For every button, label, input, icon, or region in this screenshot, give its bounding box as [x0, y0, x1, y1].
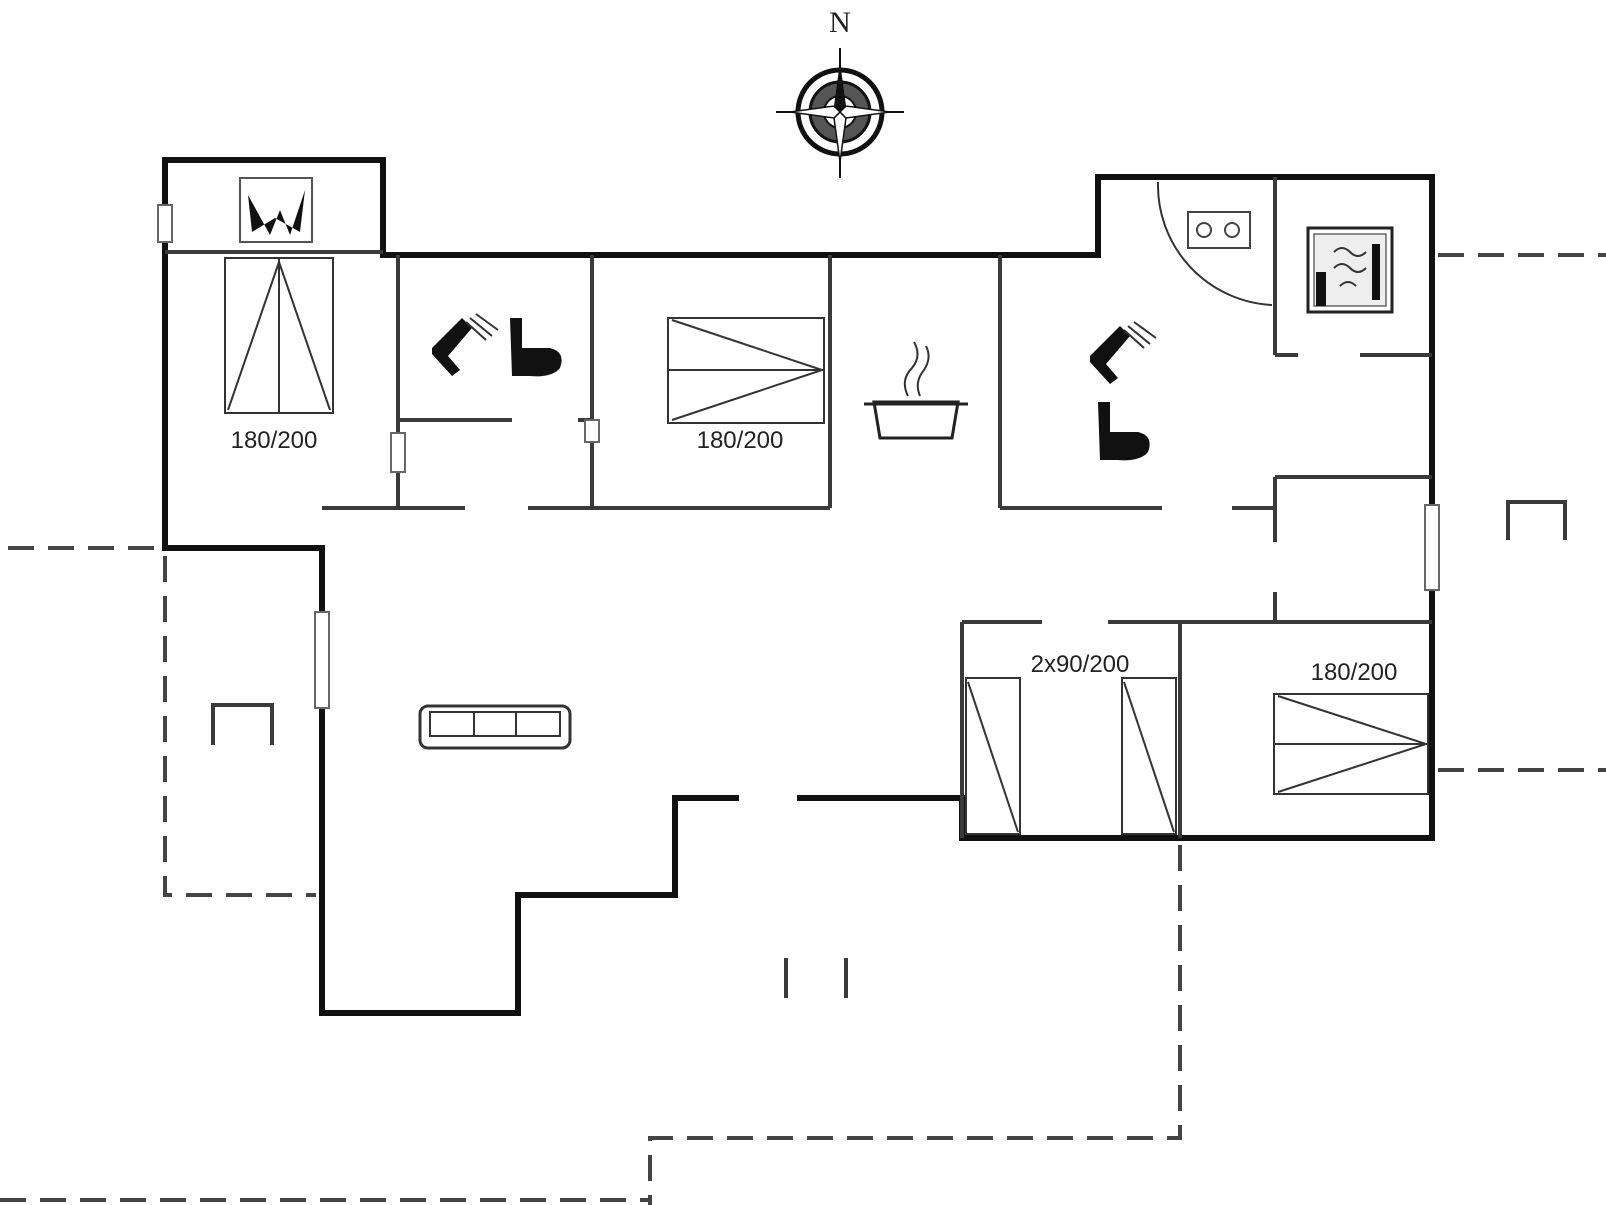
sauna-icon: [239, 177, 313, 243]
sofa-icon: [418, 704, 572, 750]
toilet-icon: [1098, 402, 1150, 461]
shower-icon: [1090, 321, 1157, 384]
windows: [157, 204, 1440, 709]
terrace-bench-icon: [784, 958, 848, 998]
shower-icon: [432, 313, 499, 376]
sink-icon: [1187, 211, 1251, 249]
bed-double-icon: [224, 257, 334, 414]
bedroom-4-bed-size: 180/200: [1311, 659, 1398, 686]
compass-north-label: N: [829, 6, 851, 39]
bedroom-1-bed-size: 180/200: [231, 427, 318, 454]
toilet-icon: [510, 318, 562, 377]
cooking-pot-icon: [864, 341, 968, 440]
door-swing: [1156, 181, 1273, 306]
compass-rose-icon: N: [776, 6, 904, 178]
bed-double-icon: [1273, 693, 1430, 795]
washing-machine-icon: [1306, 226, 1394, 314]
terrace-outline: [0, 253, 1606, 1205]
bed-double-icon: [667, 317, 826, 424]
terrace-chair-icon: [1506, 500, 1567, 540]
terrace-chair-icon: [211, 703, 274, 745]
exterior-walls: [162, 157, 1435, 1016]
bed-single-icon: [1121, 677, 1177, 835]
bedroom-3-bed-size: 2x90/200: [1031, 651, 1130, 678]
bed-single-icon: [965, 677, 1021, 835]
interior-walls: [165, 177, 1432, 838]
bedroom-2-bed-size: 180/200: [697, 427, 784, 454]
